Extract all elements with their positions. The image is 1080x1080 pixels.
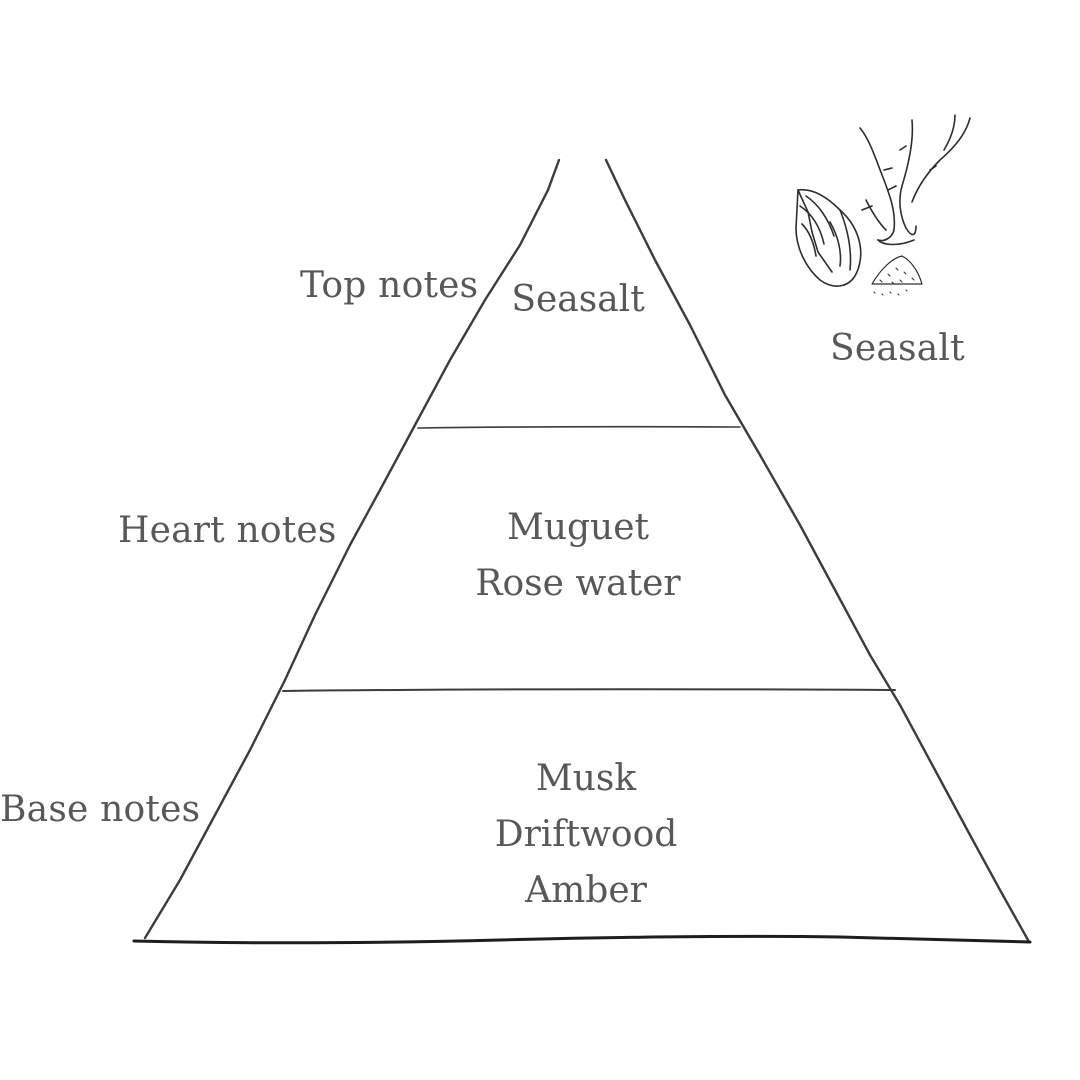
pyramid-right-edge	[604, 158, 1030, 942]
illustration-caption: Seasalt	[830, 328, 965, 369]
seashell-coral-seasalt-icon	[795, 114, 971, 296]
heart-base-divider	[282, 688, 896, 692]
heart-note-item: Rose water	[475, 563, 681, 604]
base-note-item: Driftwood	[494, 814, 678, 855]
top-heart-divider	[417, 425, 741, 429]
top-note-item: Seasalt	[511, 279, 645, 320]
heart-notes-list: Muguet Rose water	[448, 500, 708, 612]
base-notes-list: Musk Driftwood Amber	[456, 751, 716, 919]
base-notes-label: Base notes	[0, 789, 201, 830]
pyramid-left-edge	[143, 158, 561, 940]
top-notes-label: Top notes	[300, 265, 479, 306]
base-note-item: Amber	[525, 870, 647, 911]
pyramid-base-line	[132, 934, 1032, 945]
heart-notes-label: Heart notes	[118, 510, 337, 551]
heart-note-item: Muguet	[506, 507, 650, 548]
base-note-item: Musk	[535, 758, 637, 799]
top-notes-list: Seasalt	[478, 272, 678, 328]
